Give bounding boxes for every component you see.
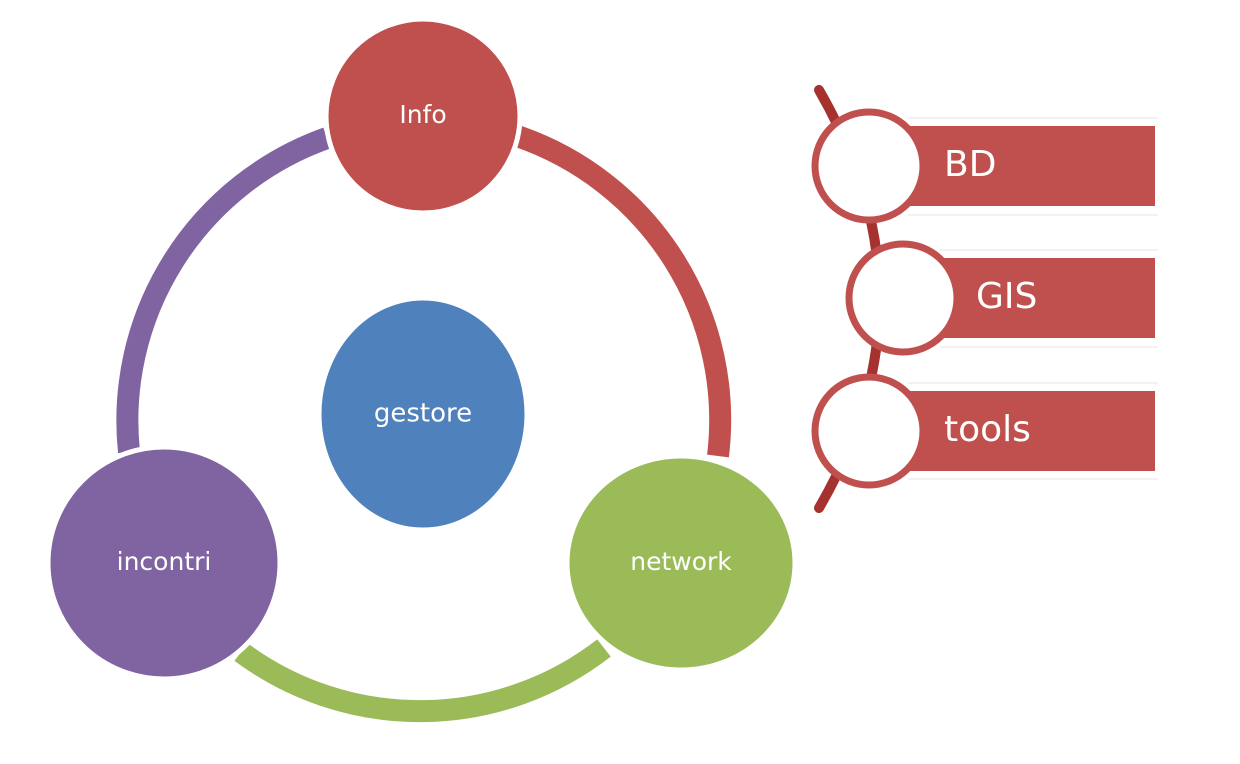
list-item: tools (811, 373, 1158, 489)
list-item: GIS (845, 240, 1158, 356)
cycle-arc-info-network (513, 125, 732, 458)
center-node (316, 295, 530, 533)
node-network-label: network (630, 547, 732, 576)
list-item-label-bd: BD (944, 144, 996, 185)
list-item-bar (905, 126, 1155, 206)
center-node-label: gestore (374, 399, 472, 429)
list-item-bullet (811, 373, 927, 489)
cycle-arc-incontri-info (116, 127, 331, 454)
list-item-bar (937, 258, 1155, 338)
list-item-bullet (811, 108, 927, 224)
list-item-bullet (845, 240, 961, 356)
node-network (564, 453, 798, 673)
node-info (323, 16, 523, 216)
list-item-bar (905, 391, 1155, 471)
list-item-label-gis: GIS (976, 276, 1037, 317)
node-info-label: Info (399, 100, 446, 129)
list-item-label-tools: tools (944, 409, 1031, 450)
list-item: BD (811, 108, 1158, 224)
node-incontri (45, 444, 283, 682)
cycle-arc-network-incontri (234, 639, 611, 723)
node-incontri-label: incontri (117, 547, 212, 576)
